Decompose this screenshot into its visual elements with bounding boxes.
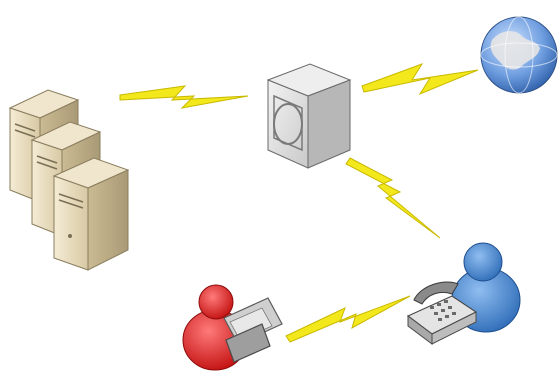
globe-icon [481,17,557,93]
lightning-link-icon [286,296,410,342]
network-switch-icon [268,64,350,168]
lightning-link-icon [362,64,478,94]
lightning-link-icon [346,158,440,238]
cell-phone-icon [224,298,282,362]
lightning-link-icon [120,86,248,108]
server-stack-icon [10,90,128,270]
